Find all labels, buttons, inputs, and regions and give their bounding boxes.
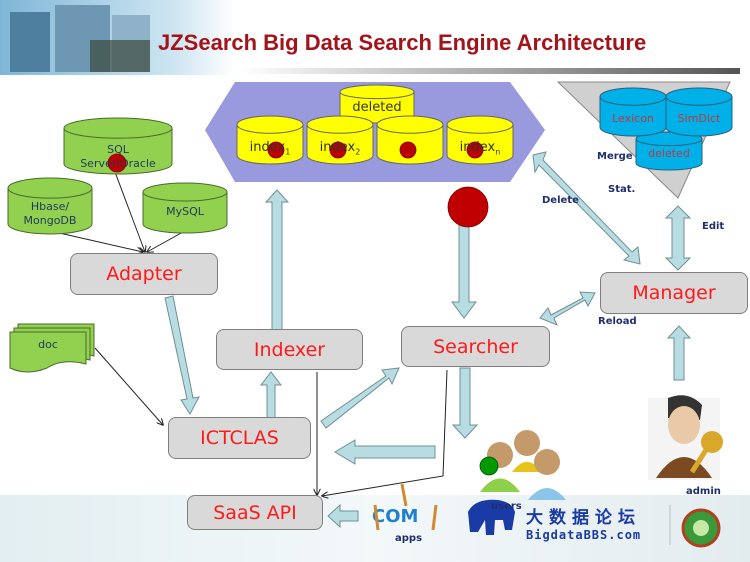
admin-icon <box>648 395 723 480</box>
sql-cylinder-top <box>63 117 173 139</box>
arrow-apps-to-saas <box>327 503 359 529</box>
lexicon-cylinder-top <box>599 87 667 106</box>
elephant-icon <box>468 499 515 535</box>
line-sql-to-adapter <box>114 171 145 252</box>
bbs-logo-cn: 大数据论坛 <box>526 508 641 528</box>
marker-red <box>399 141 417 159</box>
marker-red <box>107 153 127 173</box>
line-searcher-to-saas <box>322 369 448 496</box>
users-label: users <box>491 501 522 512</box>
index-cylinder-top <box>306 115 374 134</box>
arrow-edit <box>664 205 692 271</box>
arrow-admin-to-manager <box>666 325 692 381</box>
marker-red <box>447 186 489 228</box>
index-cylinder-top <box>446 115 514 134</box>
index-deleted-cylinder-top <box>339 84 415 100</box>
arrow-delete <box>532 151 641 265</box>
searcher-box[interactable]: Searcher <box>401 326 550 367</box>
saas-api-box[interactable]: SaaS API <box>187 495 323 530</box>
stat-label: Stat. <box>608 184 636 195</box>
source-cylinders <box>7 117 228 235</box>
line-doc-to-ictclas <box>94 347 163 425</box>
dictionary-cylinders <box>599 87 733 171</box>
doc-label: doc <box>38 338 58 351</box>
simdict-cylinder <box>665 96 733 137</box>
manager-box[interactable]: Manager <box>600 272 748 314</box>
delete-label: Delete <box>542 195 579 206</box>
dict-deleted-cylinder <box>635 138 703 171</box>
indexer-box[interactable]: Indexer <box>216 329 363 370</box>
ictclas-box[interactable]: ICTCLAS <box>168 417 311 459</box>
index-cylinder-top <box>376 115 444 134</box>
building-icon <box>10 12 50 72</box>
marker-red <box>267 141 285 159</box>
sql-label-2: Server/Oracle <box>80 157 156 170</box>
mysql-cylinder-top <box>142 182 228 202</box>
index-label: indexn <box>459 140 501 157</box>
index-cylinder-top <box>236 115 304 134</box>
bbs-logo <box>468 499 721 548</box>
hbase-label-2: MongoDB <box>23 214 77 227</box>
arrow-indexer-to-index <box>264 189 290 331</box>
reload-label: Reload <box>598 316 637 327</box>
index-label: index2 <box>319 140 361 157</box>
index-label: … <box>403 140 417 155</box>
apps-label: apps <box>395 533 423 544</box>
hbase-cylinder <box>7 188 93 235</box>
sql-label-1: SQL <box>107 143 129 156</box>
apps-icon: COM <box>372 483 438 531</box>
arrow-ictclas-to-searcher <box>320 367 400 429</box>
line-mysql-to-adapter <box>147 231 184 252</box>
mysql-cylinder <box>142 192 228 234</box>
arrow-index-to-searcher <box>451 211 477 319</box>
marker-green <box>479 456 499 476</box>
index-deleted-label: deleted <box>352 100 402 115</box>
sql-cylinder <box>63 128 173 175</box>
arrow-searcher-to-users <box>451 367 479 439</box>
marker-red <box>466 141 484 159</box>
admin-label: admin <box>686 486 721 497</box>
doc-icon <box>9 323 95 373</box>
arrow-ictclas-to-indexer <box>259 371 283 419</box>
key-icon <box>701 431 723 453</box>
bbs-logo-en: BigdataBBS.com <box>526 528 642 542</box>
simdict-cylinder-top <box>665 87 733 106</box>
line-hbase-to-adapter <box>54 231 143 252</box>
simdict-label: SimDict <box>677 112 721 125</box>
lexicon-label: Lexicon <box>612 112 654 125</box>
index-label: index1 <box>249 140 291 157</box>
hbase-label-1: Hbase/ <box>30 200 70 213</box>
index-cylinders <box>236 84 514 165</box>
arrow-searcher-to-ictclas <box>334 439 436 465</box>
marker-red <box>329 141 347 159</box>
dict-deleted-label: deleted <box>648 147 690 160</box>
merge-label: Merge <box>597 151 633 162</box>
mysql-label: MySQL <box>166 205 204 218</box>
edit-label: Edit <box>702 221 725 232</box>
lexicon-cylinder <box>599 96 667 137</box>
hbase-cylinder-top <box>7 177 93 199</box>
svg-text:COM: COM <box>372 506 418 527</box>
arrow-adapter-to-ictclas <box>164 295 200 415</box>
page-title: JZSearch Big Data Search Engine Architec… <box>158 30 647 55</box>
arrow-manager-searcher <box>539 291 596 326</box>
header-banner <box>0 0 740 75</box>
adapter-box[interactable]: Adapter <box>70 253 218 295</box>
users-icon <box>479 430 566 500</box>
